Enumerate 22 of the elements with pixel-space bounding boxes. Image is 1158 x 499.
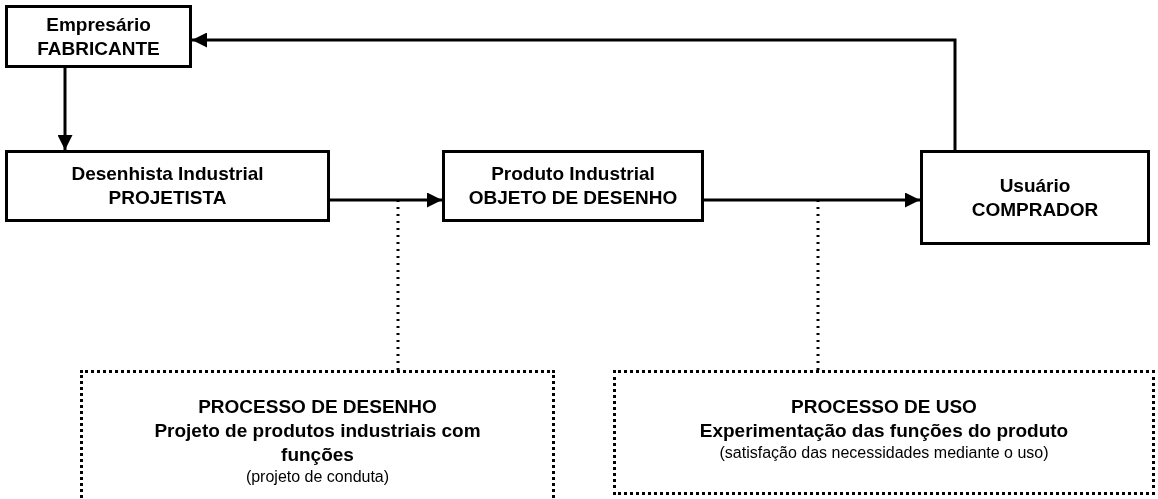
box-label: Usuário COMPRADOR bbox=[970, 173, 1100, 222]
leader-line bbox=[816, 200, 820, 370]
role-box bbox=[5, 150, 330, 222]
role-box bbox=[442, 150, 704, 222]
process-title: PROCESSO DE USO bbox=[791, 395, 977, 419]
box-label: Empresário FABRICANTE bbox=[36, 12, 161, 61]
process-title: PROCESSO DE DESENHO bbox=[198, 395, 437, 419]
arrow bbox=[704, 192, 920, 208]
process-box bbox=[613, 370, 1155, 495]
arrow bbox=[192, 32, 957, 150]
process-description: Experimentação das funções do produto bbox=[699, 419, 1069, 443]
process-box bbox=[80, 370, 555, 499]
process-note: (satisfação das necessidades mediante o uso) bbox=[719, 443, 1049, 463]
box-label: Produto Industrial OBJETO DE DESENHO bbox=[467, 162, 679, 210]
role-box bbox=[5, 5, 192, 68]
role-box bbox=[920, 150, 1150, 245]
box-label: Desenhista Industrial PROJETISTA bbox=[70, 162, 265, 210]
process-note: (projeto de conduta) bbox=[245, 467, 390, 487]
arrow bbox=[330, 192, 442, 208]
leader-line bbox=[396, 200, 400, 370]
arrow bbox=[57, 68, 73, 150]
process-description: Projeto de produtos industriais com funções bbox=[153, 419, 482, 467]
